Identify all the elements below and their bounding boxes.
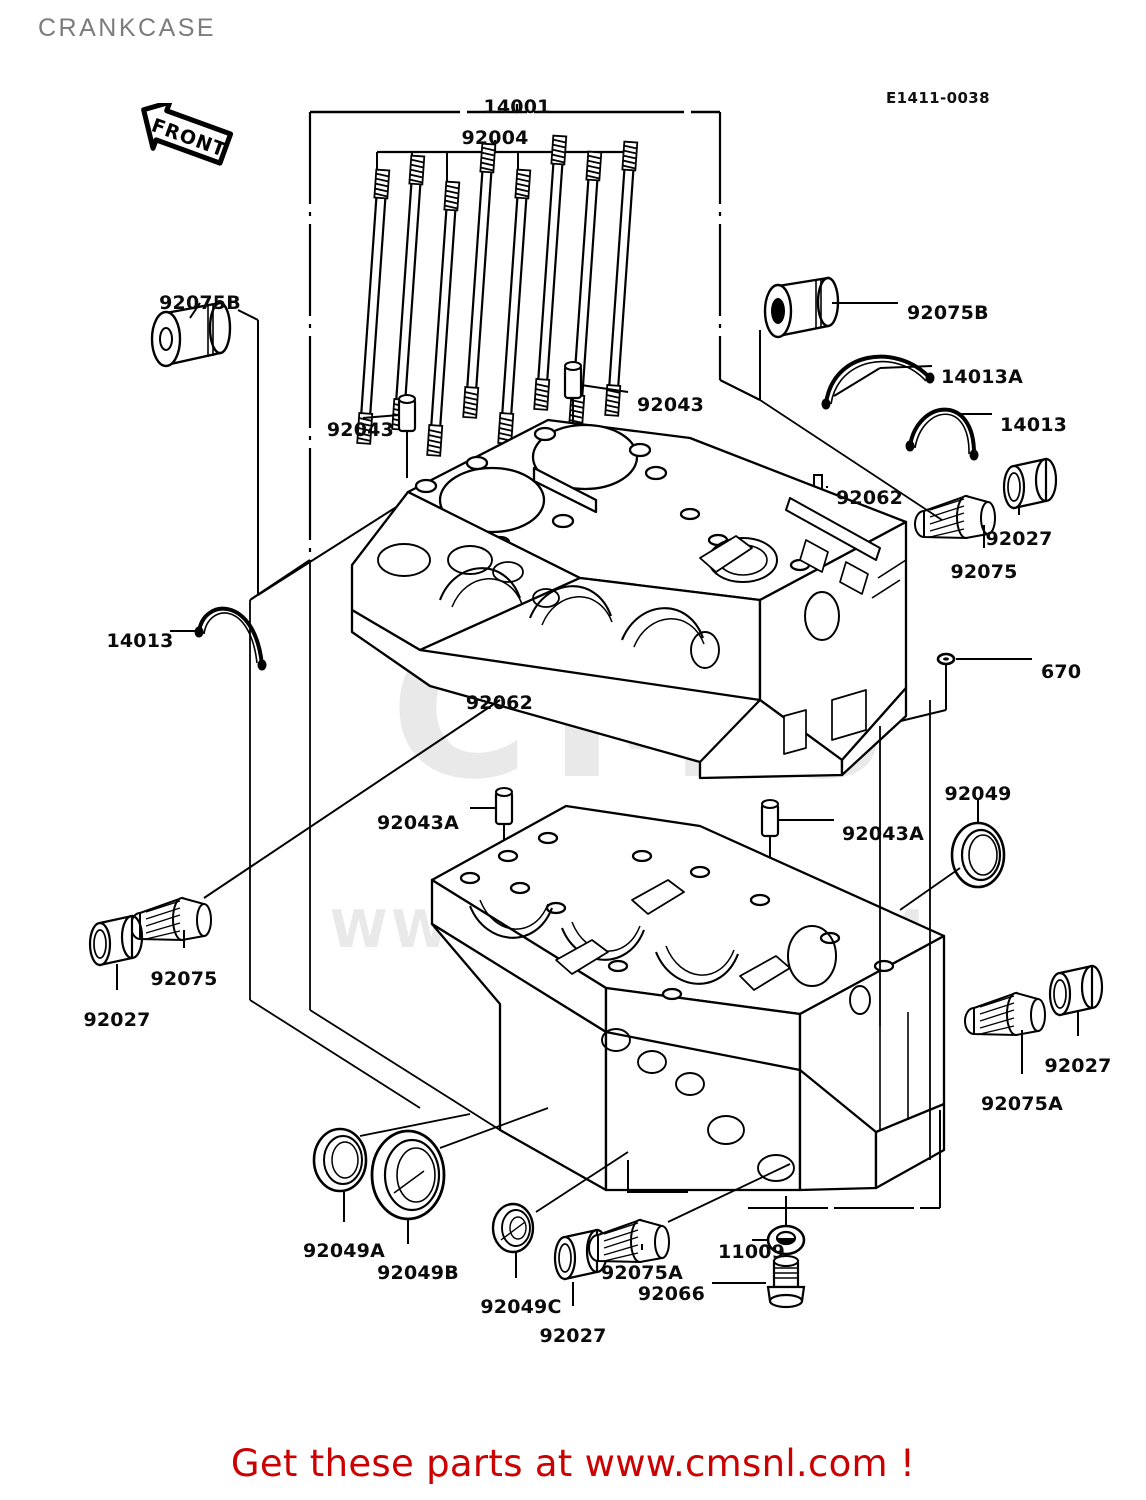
plug-right: [763, 276, 840, 339]
part-callout-92043a-c16[interactable]: 92043A: [376, 812, 459, 834]
part-callout-670-c13[interactable]: 670: [1041, 661, 1082, 683]
part-callout-92027-c28[interactable]: 92027: [539, 1325, 607, 1347]
half-ring-14013a: [821, 354, 935, 410]
part-callout-92027-c19[interactable]: 92027: [83, 1009, 151, 1031]
page-title: CRANKCASE: [38, 14, 217, 42]
part-callout-92075-c18[interactable]: 92075: [150, 968, 218, 990]
part-callout-14013a-c05[interactable]: 14013A: [941, 366, 1024, 388]
part-callout-92075-c11[interactable]: 92075: [950, 561, 1018, 583]
part-callout-14001-c01[interactable]: 14001: [483, 96, 551, 118]
part-callout-11009-c23[interactable]: 11009: [718, 1241, 786, 1263]
part-callout-92062-c14[interactable]: 92062: [465, 692, 533, 714]
part-callout-92049-c15[interactable]: 92049: [944, 783, 1012, 805]
oil-seal-c: [491, 1202, 535, 1254]
oil-seal-b: [370, 1129, 446, 1221]
part-callout-92062-c09[interactable]: 92062: [836, 487, 904, 509]
part-callout-92075a-c21[interactable]: 92075A: [980, 1093, 1064, 1115]
half-ring-14013-right: [905, 407, 979, 461]
footer-note: Get these parts at www.cmsnl.com !: [230, 1442, 916, 1485]
oil-seal-a: [312, 1127, 368, 1193]
diagram-code: E1411-0038: [886, 89, 990, 107]
half-ring-14013-left: [194, 606, 267, 671]
part-callout-92049b-c24[interactable]: 92049B: [377, 1262, 459, 1284]
part-callout-92049c-c27[interactable]: 92049C: [480, 1296, 562, 1318]
part-callout-92004-c02[interactable]: 92004: [461, 127, 529, 149]
part-callout-92049a-c22[interactable]: 92049A: [302, 1240, 386, 1262]
part-callout-14013-c06[interactable]: 14013: [1000, 414, 1068, 436]
part-callout-92066-c25[interactable]: 92066: [637, 1283, 705, 1305]
part-callout-92043-c08[interactable]: 92043: [326, 419, 394, 441]
part-callout-92027-c10[interactable]: 92027: [985, 528, 1053, 550]
drain-plug: [766, 1255, 806, 1309]
part-callout-92043a-c17[interactable]: 92043A: [842, 823, 925, 845]
lower-crankcase-half: [430, 804, 946, 1192]
front-direction-arrow: FRONT: [128, 99, 238, 175]
part-callout-92075b-c04[interactable]: 92075B: [907, 302, 989, 324]
part-callout-14013-c12[interactable]: 14013: [106, 630, 174, 652]
plug-left: [150, 301, 232, 368]
upper-crankcase-half: [350, 418, 908, 780]
part-callout-92027-c20[interactable]: 92027: [1044, 1055, 1112, 1077]
part-callout-92043-c07[interactable]: 92043: [637, 394, 705, 416]
gasket-washer: [766, 1224, 806, 1256]
part-callout-92075b-c03[interactable]: 92075B: [159, 292, 241, 314]
part-callout-92075a-c26[interactable]: 92075A: [600, 1262, 684, 1284]
